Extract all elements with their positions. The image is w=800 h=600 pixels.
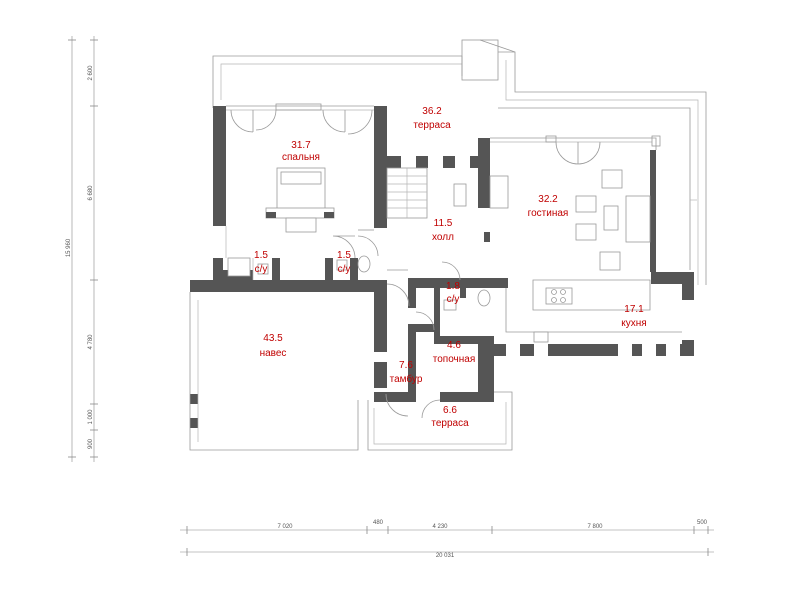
room-area-wc-3: 1.8 [446, 281, 460, 292]
room-area-hall: 11.5 [434, 218, 453, 229]
room-name-living: гостиная [528, 208, 569, 219]
dim-bottom-4: 7 800 [587, 524, 603, 530]
furniture [227, 167, 651, 343]
dim-left-1: 2 600 [88, 65, 94, 81]
room-area-vestibule: 7.6 [399, 360, 413, 371]
dim-bottom-3: 4 230 [432, 524, 448, 530]
room-name-hall: холл [432, 232, 454, 243]
dimension-left: 15 960 2 600 6 680 4 780 1 000 900 [66, 36, 98, 462]
room-name-boiler: топочная [433, 354, 476, 365]
dim-bottom-total: 20 031 [436, 553, 455, 559]
room-name-wc-3: с/у [447, 294, 460, 305]
room-area-canopy: 43.5 [263, 333, 283, 344]
room-name-terrace-bottom: терраса [431, 418, 469, 429]
stairs [386, 167, 428, 219]
dim-bottom-1: 7 020 [277, 524, 293, 530]
room-area-living: 32.2 [538, 194, 558, 205]
dim-left-4: 1 000 [88, 409, 94, 425]
terrace-outline [212, 39, 707, 285]
dimension-bottom: 7 020 480 4 230 7 800 500 20 031 [180, 520, 714, 559]
inner-lines [189, 103, 682, 451]
room-name-wc-1: с/у [255, 264, 268, 275]
room-area-terrace-top: 36.2 [422, 106, 442, 117]
room-name-canopy: навес [260, 348, 287, 359]
room-name-vestibule: тамбур [390, 373, 423, 385]
room-area-boiler: 4.6 [447, 340, 461, 351]
dim-left-2: 6 680 [88, 185, 94, 201]
room-area-terrace-bottom: 6.6 [443, 405, 457, 416]
room-area-wc-1: 1.5 [254, 250, 268, 261]
dim-left-total: 15 960 [66, 238, 72, 257]
room-name-terrace-top: терраса [413, 120, 451, 131]
door-swings [230, 109, 601, 419]
room-area-bedroom: 31.7 [291, 140, 311, 151]
walls [190, 106, 694, 428]
room-name-bedroom: спальня [282, 152, 320, 163]
dim-left-5: 900 [88, 438, 94, 449]
dim-bottom-5: 500 [697, 520, 708, 526]
room-name-kitchen: кухня [621, 318, 646, 329]
room-name-wc-2: с/у [338, 264, 351, 275]
dim-bottom-2: 480 [373, 520, 384, 526]
room-labels: 31.7 спальня 36.2 терраса 32.2 гостиная … [254, 106, 647, 429]
dim-left-3: 4 780 [88, 334, 94, 350]
room-area-wc-2: 1.5 [337, 250, 351, 261]
room-area-kitchen: 17.1 [624, 304, 644, 315]
